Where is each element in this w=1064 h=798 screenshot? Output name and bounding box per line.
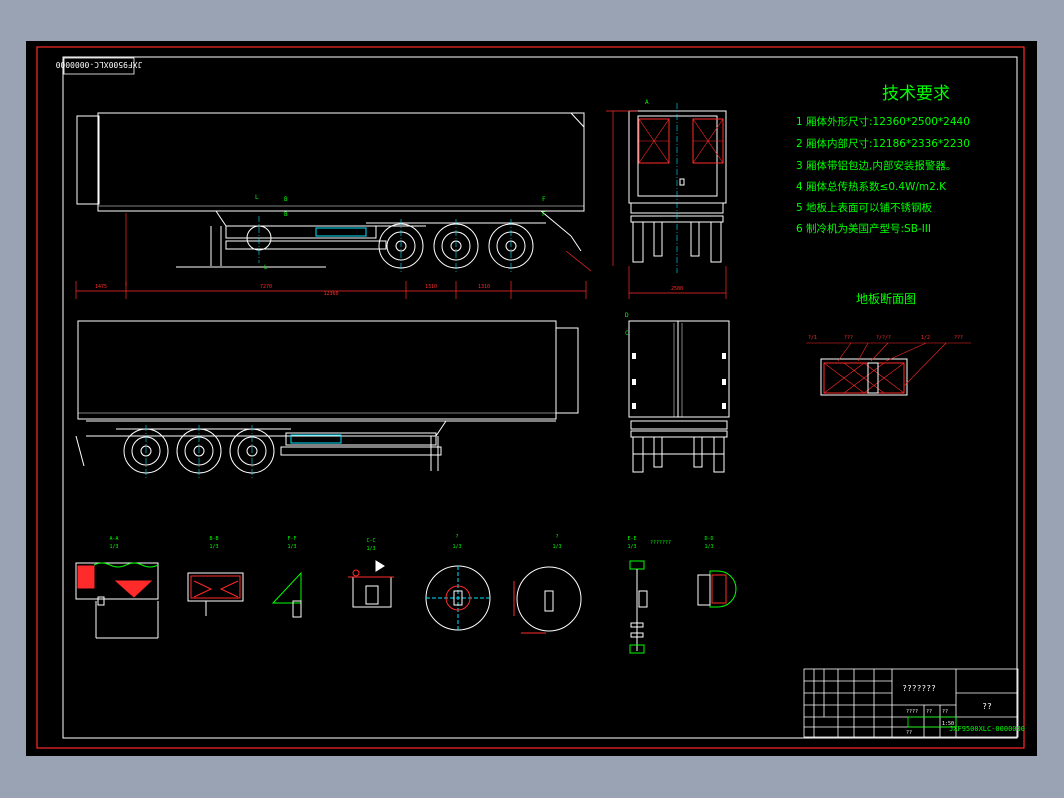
front-marker-d: D [625, 312, 629, 319]
section-a-a [75, 562, 159, 639]
svg-text:??: ?? [926, 709, 932, 715]
svg-text:B-B: B-B [209, 536, 218, 542]
svg-text:1/3: 1/3 [109, 544, 118, 550]
svg-text:?: ? [455, 534, 458, 540]
svg-text:???????: ??????? [650, 540, 671, 546]
svg-text:1310: 1310 [425, 284, 437, 290]
svg-text:??: ?? [942, 709, 948, 715]
svg-text:1/2: 1/2 [921, 335, 930, 341]
svg-text:1:50: 1:50 [942, 721, 954, 727]
svg-text:1/3: 1/3 [627, 544, 636, 550]
section-detail-2 [513, 566, 582, 634]
svg-text:1/3: 1/3 [209, 544, 218, 550]
svg-text:A-A: A-A [109, 536, 118, 542]
flipped-code-text: JXF9500XLC-0000000 [55, 60, 142, 69]
svg-text:D-D: D-D [704, 536, 713, 542]
side-dimensions [75, 213, 592, 299]
floor-section-title: 地板断面图 [856, 291, 916, 306]
front-marker-c: C [625, 330, 629, 337]
tech-line-2: 2 厢体内部尺寸:12186*2336*2230 [796, 137, 970, 150]
rear-view [628, 110, 727, 263]
svg-text:1310: 1310 [478, 284, 490, 290]
svg-text:F: F [542, 211, 546, 218]
floor-callouts: ?/1 ??? ?/?/? 1/2 ??? [808, 335, 963, 341]
side-view-right [76, 112, 585, 269]
title-block [803, 668, 1019, 738]
tech-requirements: 技术要求 1 厢体外形尺寸:12360*2500*2440 2 厢体内部尺寸:1… [796, 84, 970, 235]
section-detail-1 [425, 565, 491, 631]
svg-text:B: B [284, 211, 288, 218]
svg-text:?/?/?: ?/?/? [876, 335, 891, 341]
side-centerlines [258, 216, 512, 273]
titleblock-code: JXF9500XLC-0000000 [949, 725, 1025, 733]
svg-text:???: ??? [954, 335, 963, 341]
section-d-d [697, 570, 737, 608]
rear-hatch [638, 118, 724, 164]
titleblock-title: ??????? [902, 684, 936, 693]
section-f-f [271, 571, 302, 618]
tech-line-3: 3 厢体带铝包边,内部安装报警器。 [796, 159, 956, 172]
svg-text:12360: 12360 [323, 291, 338, 297]
floor-section: 地板断面图 ?/1 ??? ?/?/? 1/2 ??? [806, 291, 971, 396]
side-dim-labels: 1475 7270 1310 1310 12360 [95, 284, 490, 297]
tech-title: 技术要求 [882, 84, 950, 104]
front-hinges [632, 353, 726, 409]
svg-text:F-F: F-F [287, 536, 296, 542]
side-box-outline [97, 112, 585, 212]
svg-text:E-E: E-E [627, 536, 636, 542]
tech-line-5: 5 地板上表面可以铺不锈钢板 [796, 201, 933, 214]
svg-text:???: ??? [844, 335, 853, 341]
svg-text:1/3: 1/3 [452, 544, 461, 550]
svg-text:1/3: 1/3 [287, 544, 296, 550]
titleblock-fields: ???? ?? ?? ?? 1:50 [906, 709, 954, 736]
side-view-left [75, 320, 579, 474]
section-c-c [348, 560, 394, 608]
inner-frame [62, 56, 1018, 739]
rear-dimensions [606, 110, 727, 299]
section-views: A-A 1/3 B-B 1/3 F-F 1/3 C-C 1/3 ? 1/3 ? … [75, 534, 737, 654]
svg-text:B: B [284, 196, 288, 203]
svg-text:7270: 7270 [260, 284, 272, 290]
svg-text:1/3: 1/3 [704, 544, 713, 550]
svg-text:L: L [264, 264, 268, 271]
cad-viewport[interactable]: JXF9500XLC-0000000 L B B F F L [26, 41, 1037, 756]
outer-frame [36, 46, 1025, 749]
drawing-canvas: JXF9500XLC-0000000 L B B F F L [36, 46, 1025, 749]
side-section-markers: L B B F F L [255, 194, 546, 271]
svg-text:C-C: C-C [366, 538, 375, 544]
rear-width-dim: 2500 [671, 286, 683, 292]
front-view [628, 320, 730, 473]
svg-text:1/3: 1/3 [552, 544, 561, 550]
tech-line-6: 6 制冷机为美国产型号:SB-III [796, 222, 931, 235]
section-b-b [187, 572, 244, 616]
section-e-e [629, 560, 648, 654]
flipped-code-box: JXF9500XLC-0000000 [55, 57, 142, 75]
svg-text:F: F [542, 196, 546, 203]
svg-text:?: ? [555, 534, 558, 540]
svg-text:??: ?? [906, 730, 912, 736]
svg-text:1475: 1475 [95, 284, 107, 290]
svg-text:?/1: ?/1 [808, 335, 817, 341]
titleblock-right-text: ?? [982, 702, 992, 711]
svg-text:L: L [255, 194, 259, 201]
svg-text:????: ???? [906, 709, 918, 715]
rear-marker: A [645, 99, 649, 106]
tech-line-4: 4 厢体总传热系数≤0.4W/m2.K [796, 180, 947, 193]
tech-line-1: 1 厢体外形尺寸:12360*2500*2440 [796, 115, 970, 128]
svg-text:1/3: 1/3 [366, 546, 375, 552]
